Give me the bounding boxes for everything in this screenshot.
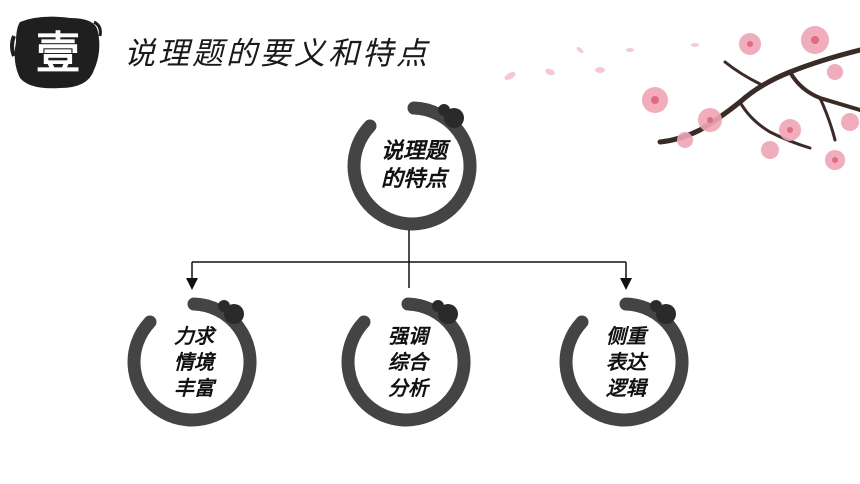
- child-label-line: 丰富: [174, 376, 214, 400]
- root-node: 说理题 的特点: [344, 96, 484, 236]
- child-node-2: 强调 综合 分析: [338, 292, 478, 432]
- child-label: 强调 综合 分析: [338, 292, 478, 432]
- badge-character: 壹: [36, 28, 80, 79]
- ink-ring-icon: [341, 297, 471, 427]
- child-node-3: 侧重 表达 逻辑: [556, 292, 696, 432]
- child-label: 力求 情境 丰富: [124, 292, 264, 432]
- ink-brush-badge-icon: [10, 16, 102, 89]
- child-label-line: 逻辑: [606, 376, 646, 400]
- child-label-line: 侧重: [606, 324, 646, 348]
- root-label-line: 的特点: [380, 167, 447, 192]
- child-label-line: 情境: [174, 350, 214, 374]
- child-node-1: 力求 情境 丰富: [124, 292, 264, 432]
- ink-ring-icon: [347, 101, 477, 231]
- page-title: 说理题的要义和特点: [124, 36, 430, 72]
- child-label-line: 综合: [388, 350, 428, 374]
- child-label-line: 分析: [388, 376, 428, 400]
- child-label-line: 力求: [174, 324, 214, 348]
- child-label-line: 表达: [606, 350, 646, 374]
- ink-ring-icon: [127, 297, 257, 427]
- root-label: 说理题 的特点: [344, 96, 484, 236]
- section-badge: 壹: [10, 12, 102, 92]
- root-label-line: 说理题: [380, 139, 447, 164]
- child-label-line: 强调: [388, 324, 428, 348]
- ink-ring-icon: [559, 297, 689, 427]
- child-label: 侧重 表达 逻辑: [556, 292, 696, 432]
- plum-blossom-branch-icon: [504, 26, 860, 170]
